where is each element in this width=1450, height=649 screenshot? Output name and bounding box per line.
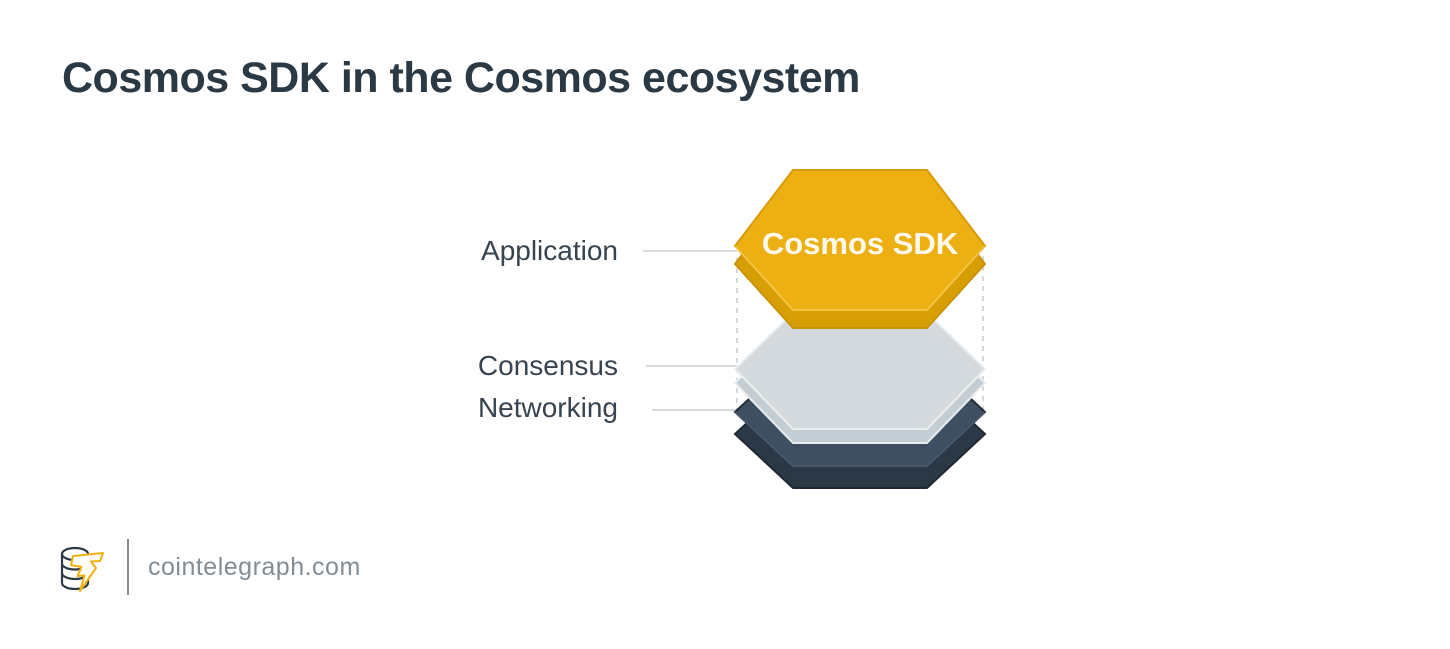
footer: cointelegraph.com bbox=[0, 538, 500, 598]
label-consensus: Consensus bbox=[477, 350, 618, 381]
hexagon-consensus-bevel bbox=[734, 368, 986, 430]
page-title: Cosmos SDK in the Cosmos ecosystem bbox=[62, 54, 860, 102]
footer-divider bbox=[127, 539, 129, 595]
coin-stack-icon bbox=[60, 546, 90, 591]
cosmos-sdk-badge: Cosmos SDK bbox=[762, 226, 959, 261]
label-networking: Networking bbox=[477, 392, 618, 423]
hexagon-networking-bevel bbox=[734, 411, 986, 467]
lightning-bolt-icon bbox=[70, 552, 104, 592]
hexagon-application: Cosmos SDK bbox=[733, 169, 987, 329]
label-application: Application bbox=[481, 235, 618, 266]
footer-site-label: cointelegraph.com bbox=[148, 553, 361, 581]
cointelegraph-logo bbox=[60, 546, 104, 592]
hexagon-application-bevel bbox=[734, 245, 986, 311]
